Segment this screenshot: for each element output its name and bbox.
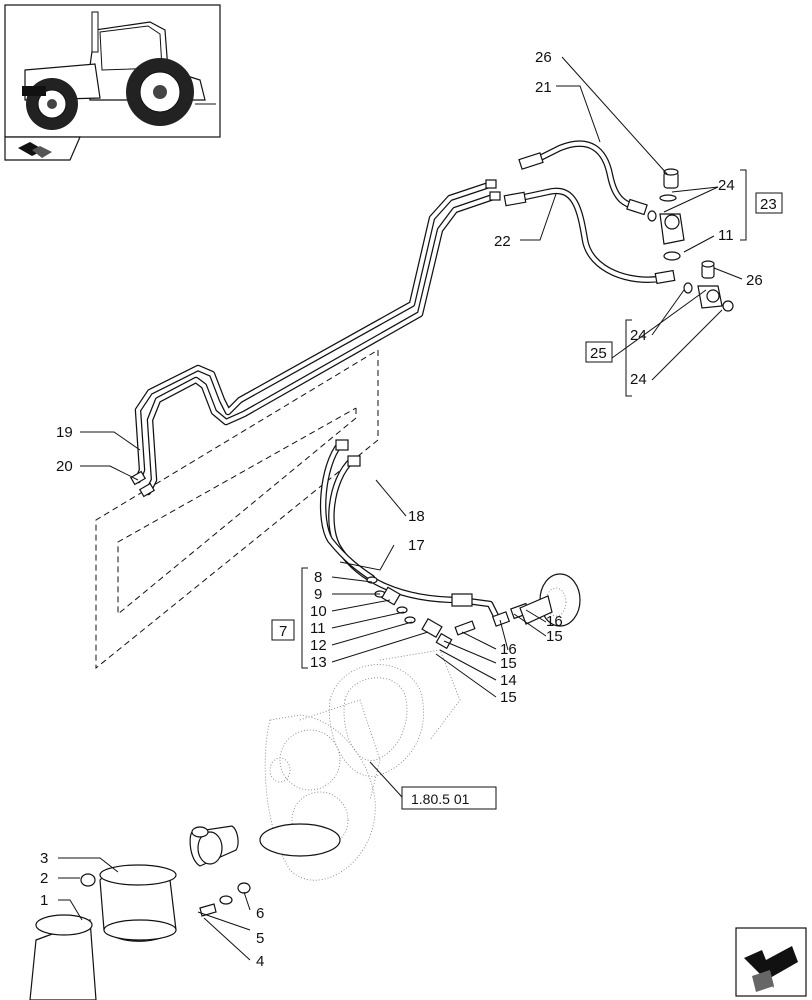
callout-11-top: 11 [718, 227, 734, 244]
leader-lines [58, 56, 747, 961]
callout-9: 9 [314, 586, 322, 603]
tee-fitting-25 [683, 260, 734, 312]
hose-22 [503, 187, 676, 285]
tee-fitting-23 [647, 168, 685, 261]
callout-18: 18 [408, 508, 425, 525]
callout-4: 4 [256, 953, 264, 970]
callout-16-a: 16 [500, 641, 517, 658]
callout-6: 6 [256, 905, 264, 922]
drive-shaft-parts [29, 823, 341, 1000]
group-callout-23: 23 [755, 192, 783, 214]
group-callout-7: 7 [271, 619, 295, 641]
callout-labels: 26 21 24 22 11 26 24 24 19 20 18 17 8 9 … [40, 49, 763, 970]
callout-17: 17 [408, 537, 425, 554]
callout-15-c: 15 [546, 628, 563, 645]
callout-12: 12 [310, 637, 327, 654]
next-page-arrow-icon[interactable] [735, 927, 807, 997]
callout-5: 5 [256, 930, 264, 947]
callout-10: 10 [310, 603, 327, 620]
callout-19: 19 [56, 424, 73, 441]
svg-text:23: 23 [760, 196, 777, 213]
callout-24-top: 24 [718, 177, 735, 194]
callout-21: 21 [535, 79, 552, 96]
dashed-frame [95, 349, 379, 670]
callout-15-b: 15 [500, 689, 517, 706]
pump-housing [264, 649, 461, 881]
hose-18 [319, 439, 376, 582]
callout-2: 2 [40, 870, 48, 887]
callout-24-mid: 24 [630, 327, 647, 344]
callout-13: 13 [310, 654, 327, 671]
callout-20: 20 [56, 458, 73, 475]
tractor-thumbnail [4, 4, 221, 161]
callout-24-low: 24 [630, 371, 647, 388]
callout-8: 8 [314, 569, 322, 586]
hose-21 [518, 140, 648, 216]
tractor-icon [22, 11, 216, 130]
svg-text:25: 25 [590, 345, 607, 362]
svg-text:7: 7 [279, 623, 287, 640]
callout-11-low: 11 [310, 620, 326, 637]
callout-15-a: 15 [500, 655, 517, 672]
rigid-pipe-pair [129, 179, 501, 498]
callout-3: 3 [40, 850, 48, 867]
callout-16-b: 16 [546, 613, 563, 630]
group-callout-25: 25 [585, 341, 613, 363]
callout-22: 22 [494, 233, 511, 250]
callout-14: 14 [500, 672, 517, 689]
flange [519, 573, 581, 627]
callout-1: 1 [40, 892, 48, 909]
callout-26-right: 26 [746, 272, 763, 289]
reference-label: 1.80.5 01 [411, 791, 470, 807]
callout-26-top: 26 [535, 49, 552, 66]
reference-box[interactable]: 1.80.5 01 [401, 786, 497, 810]
